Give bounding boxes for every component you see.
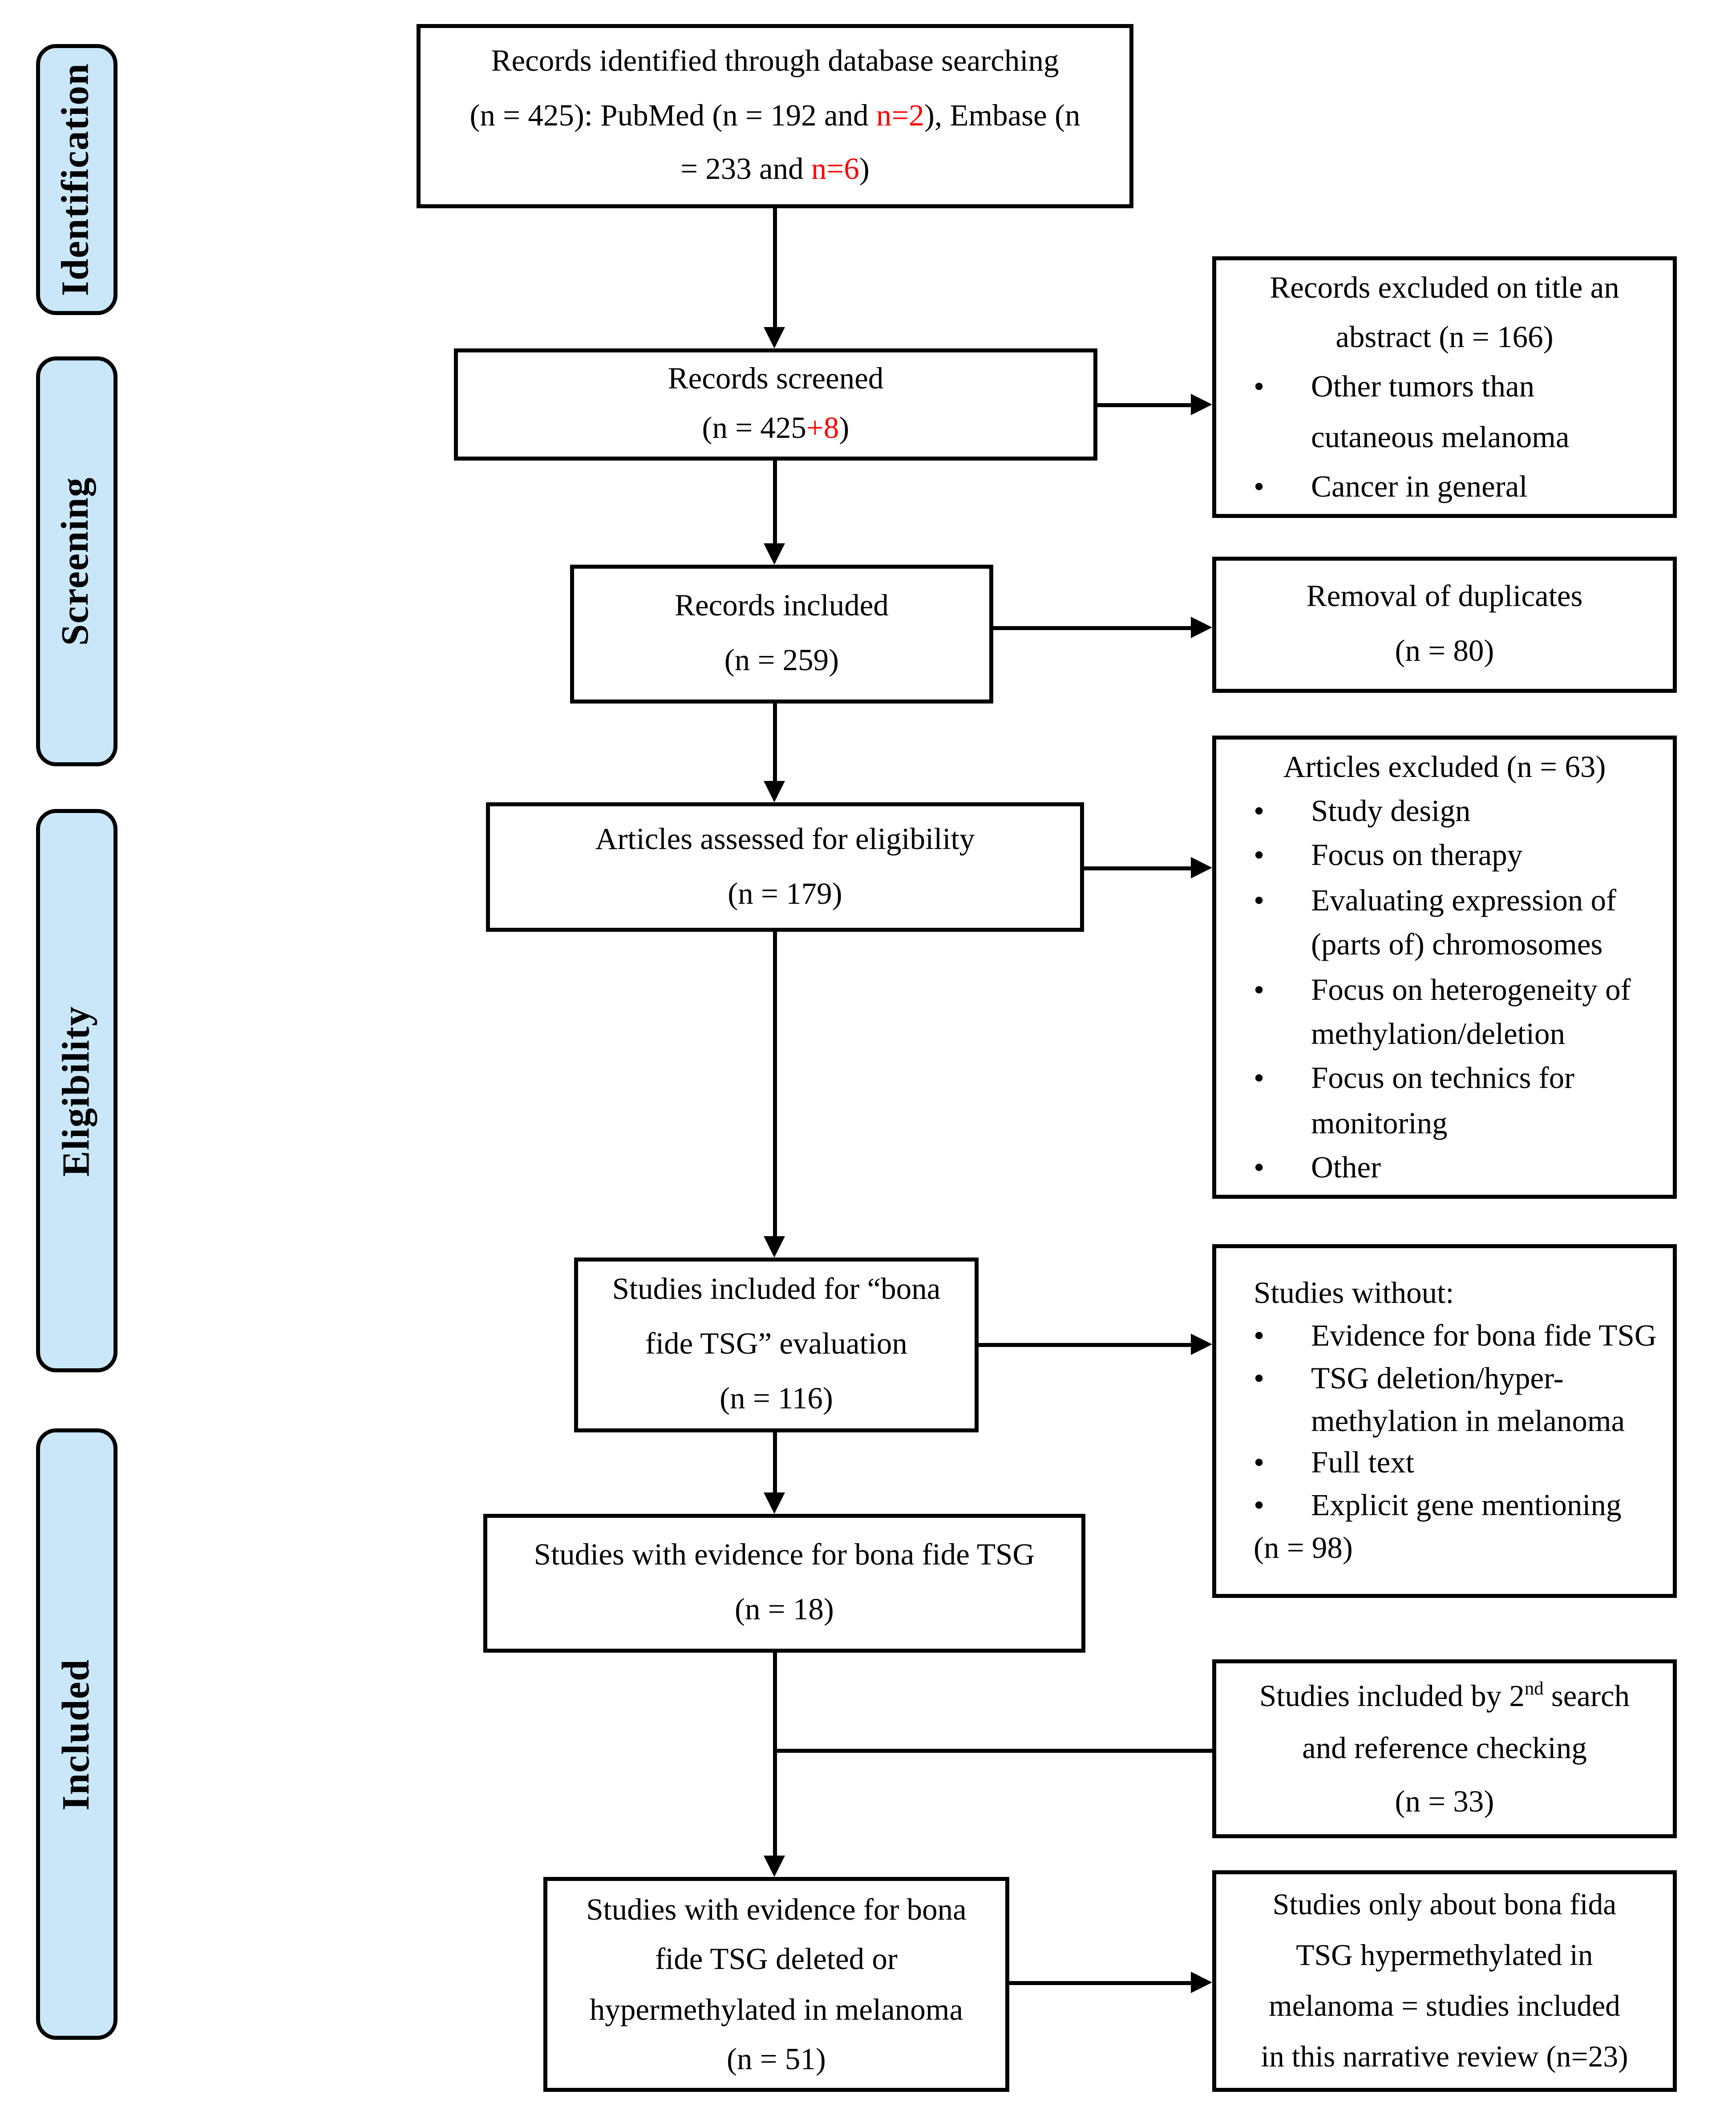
articles-excluded-bullet-list: Study designFocus on therapyEvaluating e… [1216, 789, 1673, 1190]
box-articles-assessed: Articles assessed for eligibility(n = 17… [486, 802, 1084, 932]
arrow-evidence-to-final-head [764, 1856, 785, 1877]
stage-label-identification: Identification [36, 44, 117, 315]
box-articles-excluded: Articles excluded (n = 63) Study designF… [1212, 736, 1677, 1199]
stage-label-screening-text: Screening [55, 477, 97, 646]
box-records-screened: Records screened(n = 425+8) [454, 348, 1097, 461]
arrow-evidence-to-final-line [773, 1653, 777, 1856]
stage-label-eligibility-text: Eligibility [55, 1005, 98, 1176]
stage-label-screening: Screening [36, 356, 117, 766]
arrow-assessed-to-evaluation-line [773, 932, 777, 1236]
arrow-evaluation-to-without-head [1191, 1334, 1212, 1355]
box-evidence-bona-fide-tsg: Studies with evidence for bona fide TSG(… [483, 1514, 1085, 1653]
arrow-assessed-to-evaluation-head [764, 1236, 785, 1258]
arrow-included-to-assessed-head [764, 781, 785, 802]
arrow-screened-to-excluded-head [1191, 394, 1212, 415]
box-removal-of-duplicates: Removal of duplicates(n = 80) [1212, 557, 1677, 693]
stage-label-eligibility: Eligibility [36, 809, 117, 1372]
arrow-identified-to-screened-head [764, 327, 785, 348]
studies-without-bullet-list: Evidence for bona fide TSGTSG deletion/h… [1216, 1315, 1673, 1527]
studies-without-header: Studies without: [1254, 1277, 1454, 1310]
arrow-final-to-narrative-line [1009, 1980, 1191, 1985]
arrow-assessed-to-excluded-head [1191, 857, 1212, 878]
arrow-screened-to-excluded-line [1097, 402, 1191, 407]
arrow-evaluation-to-evidence-line [773, 1432, 777, 1492]
box-records-included: Records included(n = 259) [570, 565, 993, 704]
arrow-included-to-assessed-line [773, 704, 777, 781]
arrow-final-to-narrative-head [1191, 1972, 1212, 1993]
arrow-evaluation-to-without-line [979, 1342, 1191, 1347]
arrow-identified-to-screened-line [773, 208, 777, 327]
arrow-screened-to-included-line [773, 461, 777, 543]
records-excluded-bullet-list: Other tumors than cutaneous melanomaCanc… [1216, 362, 1673, 512]
studies-without-count: (n = 98) [1254, 1531, 1353, 1565]
arrow-screened-to-included-head [764, 543, 785, 565]
arrow-included-to-duplicates-line [993, 625, 1191, 630]
box-studies-without: Studies without: Evidence for bona fide … [1212, 1244, 1677, 1598]
stage-label-included: Included [36, 1428, 117, 2040]
arrow-assessed-to-excluded-line [1084, 865, 1191, 870]
connector-second-search-line [774, 1748, 1212, 1752]
articles-excluded-header: Articles excluded (n = 63) [1283, 750, 1606, 784]
stage-label-identification-text: Identification [55, 63, 97, 296]
stage-label-included-text: Included [55, 1658, 98, 1810]
arrow-evaluation-to-evidence-head [764, 1492, 785, 1514]
arrow-included-to-duplicates-head [1191, 617, 1212, 638]
box-records-identified: Records identified through database sear… [417, 24, 1133, 208]
